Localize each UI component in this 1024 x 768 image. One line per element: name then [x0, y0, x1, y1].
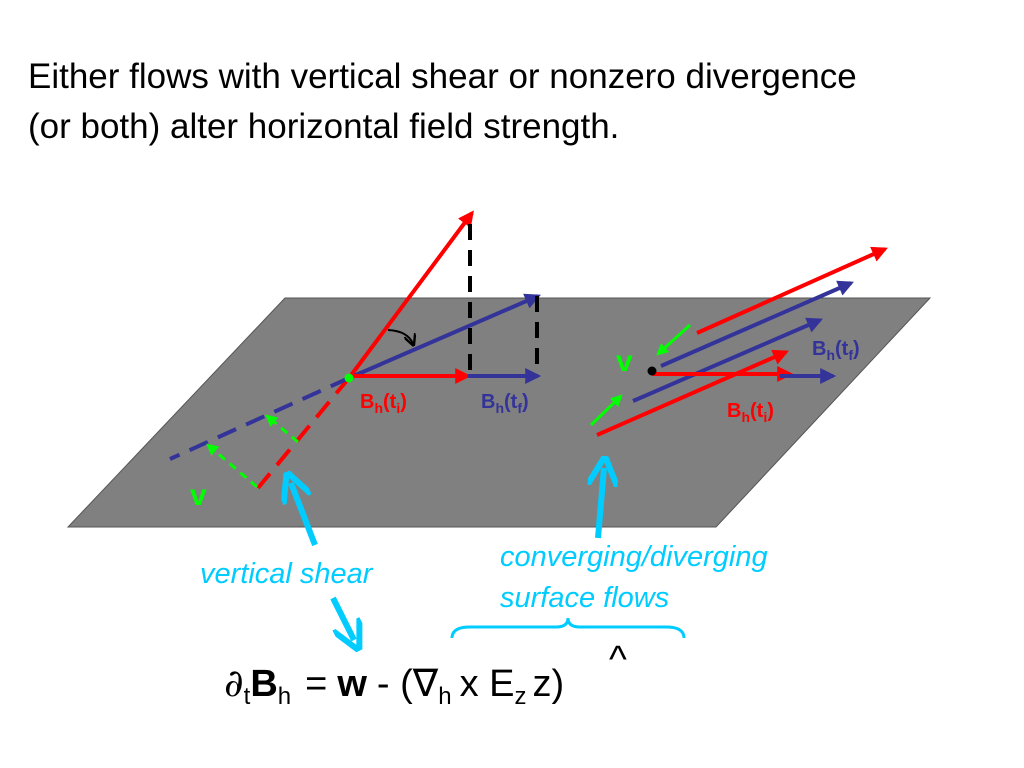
label-v-left: v: [190, 479, 207, 512]
surface-field-blue-upper: [660, 280, 854, 368]
equation-brace: [450, 617, 686, 639]
z-hat-accent: ^: [609, 639, 627, 681]
label-bh-ti-right: Bh(ti): [727, 400, 774, 425]
label-v-right: v: [616, 345, 633, 378]
tilted-field-line-red-dashed: [256, 376, 351, 490]
label-bh-tf-left: Bh(tf): [481, 391, 529, 416]
field-arrow-blue-final: [348, 293, 541, 380]
shear-velocity-arrow-upper: [265, 414, 299, 444]
pointer-shear-to-plane: [291, 483, 318, 547]
converging-flow-arrow-upper: [656, 323, 692, 356]
caption-vertical-shear: vertical shear: [200, 558, 374, 590]
slide-heading: Either flows with vertical shear or nonz…: [28, 52, 1008, 152]
pivot-point: [344, 373, 354, 383]
reference-point: [647, 366, 657, 376]
pointer-flows-to-plane: [598, 468, 604, 539]
rotation-arrow: [387, 329, 413, 344]
converging-flow-arrow-lower: [589, 394, 623, 427]
surface-field-red-lower: [596, 349, 789, 437]
shear-velocity-arrow-lower: [206, 443, 258, 489]
surface-field-blue-middle: [632, 317, 823, 403]
surface-field-red-upper: [696, 246, 888, 335]
label-bh-tf-right: Bh(tf): [812, 338, 860, 363]
tilted-field-line-blue-dashed: [169, 376, 350, 461]
heading-line-2: (or both) alter horizontal field strengt…: [28, 107, 620, 146]
pointer-shear-to-equation: [330, 596, 354, 640]
heading-line-1: Either flows with vertical shear or nonz…: [28, 57, 857, 96]
label-bh-ti-left: Bh(ti): [360, 391, 407, 416]
caption-surface-flows: converging/diverging surface flows: [500, 541, 776, 614]
field-arrow-red-initial: [347, 210, 474, 380]
